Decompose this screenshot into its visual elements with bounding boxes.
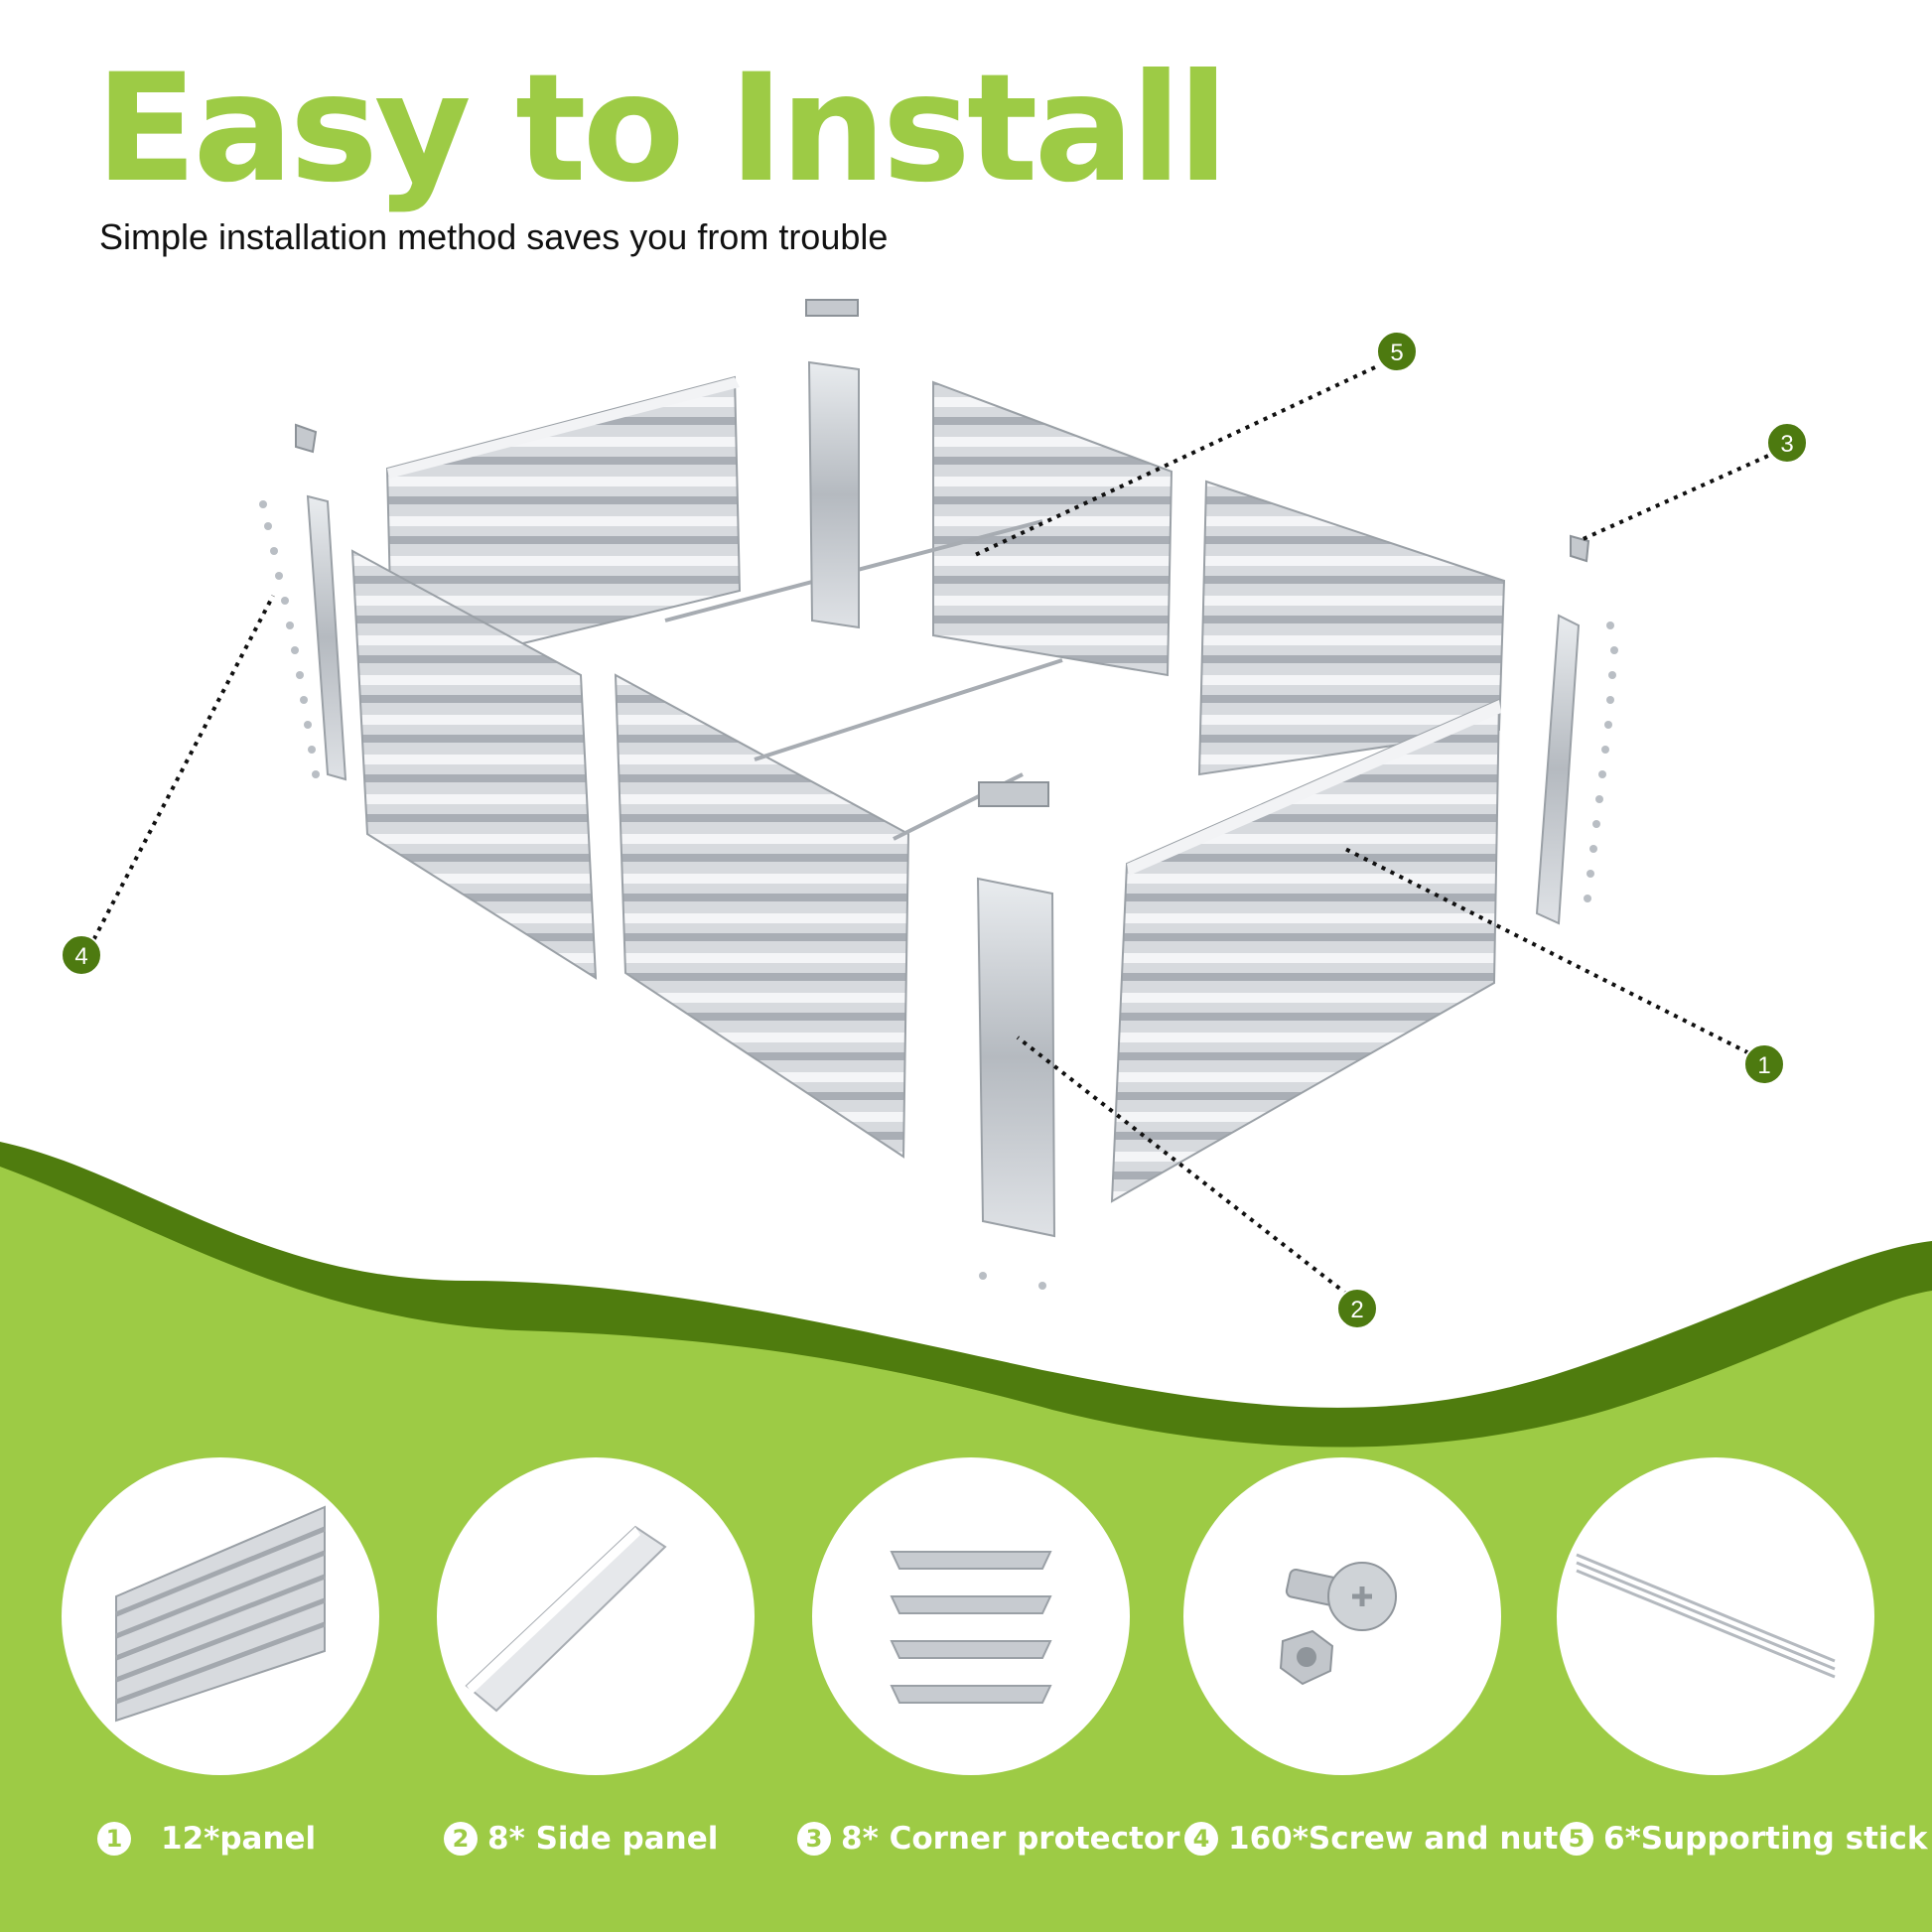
callout-badge-4: 4	[61, 934, 102, 976]
page-title: Easy to Install	[95, 43, 1229, 215]
callout-number-5: 5	[1390, 340, 1403, 366]
part-number-badge: 4	[1184, 1822, 1218, 1856]
panel-front-left	[614, 673, 910, 1159]
panel-back-right	[932, 380, 1173, 677]
part-label-text: 6*Supporting stick	[1603, 1821, 1928, 1857]
part-card-side-panel	[437, 1457, 755, 1775]
part-label-side-panel: 2 8* Side panel	[444, 1815, 718, 1863]
page-subtitle: Simple installation method saves you fro…	[99, 216, 889, 257]
side-panel-front	[976, 877, 1056, 1238]
panel-front-right	[1110, 698, 1501, 1203]
callout-number-4: 4	[74, 943, 87, 970]
callout-leader-lines	[87, 365, 1778, 1303]
part-number-badge: 2	[444, 1822, 478, 1856]
part-label-corner-protector: 3 8* Corner protector	[797, 1815, 1179, 1863]
part-label-text: 160*Screw and nut	[1228, 1821, 1559, 1857]
callout-number-2: 2	[1350, 1297, 1363, 1323]
side-panel-right	[1535, 614, 1581, 925]
corner-protector-icon	[890, 1551, 1052, 1704]
part-number-badge: 1	[97, 1822, 131, 1856]
part-label-panel: 1 12*panel	[97, 1815, 316, 1863]
part-label-screw-and-nut: 4 160*Screw and nut	[1184, 1815, 1558, 1863]
screw-dots	[259, 500, 1618, 1290]
panel-left-front	[350, 549, 598, 980]
corner-protectors	[295, 299, 1590, 807]
part-number-badge: 3	[797, 1822, 831, 1856]
supporting-stick-icon	[1576, 1553, 1836, 1679]
callout-number-1: 1	[1757, 1052, 1770, 1079]
part-card-panel	[62, 1457, 379, 1775]
part-card-supporting-stick	[1557, 1457, 1874, 1775]
screw-and-nut-icon	[1279, 1562, 1397, 1686]
side-panel-top	[807, 360, 860, 629]
callout-badge-5: 5	[1376, 331, 1418, 372]
side-panel-icon	[465, 1525, 667, 1713]
part-number-badge: 5	[1560, 1822, 1593, 1856]
callout-badge-2: 2	[1336, 1288, 1378, 1329]
part-card-screw-and-nut	[1183, 1457, 1501, 1775]
part-label-text: 8* Side panel	[487, 1821, 719, 1857]
callout-number-3: 3	[1780, 431, 1793, 458]
side-panel-left	[306, 494, 347, 781]
callout-badge-3: 3	[1766, 422, 1808, 464]
callout-badge-1: 1	[1743, 1043, 1785, 1085]
part-label-text: 8* Corner protector	[841, 1821, 1180, 1857]
part-label-supporting-stick: 5 6*Supporting stick	[1560, 1815, 1928, 1863]
corrugated-panel-icon	[115, 1505, 326, 1723]
part-card-corner-protector	[812, 1457, 1130, 1775]
part-label-text: 12*panel	[161, 1821, 317, 1857]
